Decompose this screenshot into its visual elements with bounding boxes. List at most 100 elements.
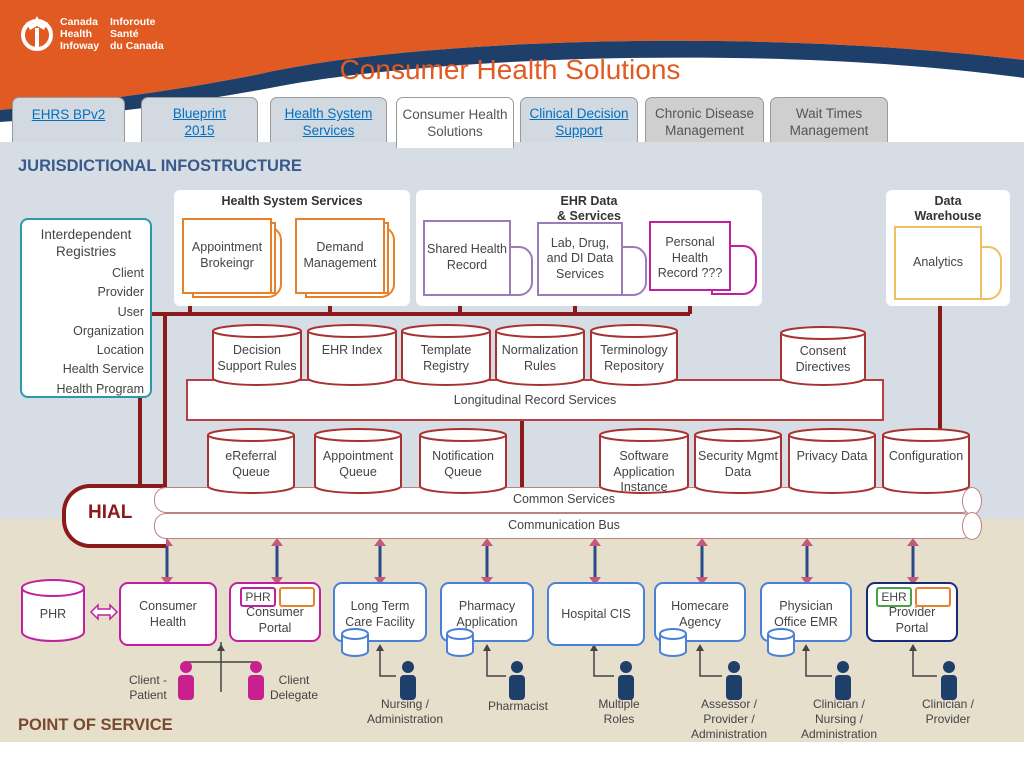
privacy-data-store: Privacy Data [788,428,876,494]
hospital-cis-label: Hospital CIS [561,607,631,621]
tab-consumer-health-solutions[interactable]: Consumer Health Solutions [396,97,514,148]
registry-provider: Provider [97,285,144,300]
tab-label: Chronic Disease Management [654,106,755,138]
communication-bus: Communication Bus [154,513,974,539]
long-term-care-label: Long Term Care Facility [345,599,415,629]
double-arrow-icon [89,603,119,621]
user-clinician-provider: Clinician / Provider [921,697,975,726]
nursing-person-icon [400,661,416,700]
shared-health-record: Shared Health Record [423,220,511,296]
appointment-queue-store: Appointment Queue [314,428,402,494]
pharmacist-person-icon [509,661,525,700]
hospital-cis[interactable]: Hospital CIS [547,582,645,646]
logo-en-line-1: Canada [60,16,98,28]
provider-portal-ehr-tag: EHR [876,587,912,607]
clinician-provider-person-icon [941,661,957,700]
terminology-repository-store-label: Terminology Repository [600,343,668,373]
notification-queue-store: Notification Queue [419,428,507,494]
homecare-db-icon [659,628,687,657]
privacy-data-store-label: Privacy Data [796,449,868,463]
personal-health-record-store: Personal Health Record ??? [649,221,759,297]
tab-label: EHRS BPv2 [31,107,106,122]
logo-en-line-2: Health [60,28,93,40]
homecare-agency-label: Homecare Agency [671,599,729,629]
hial-label: HIAL [88,502,133,523]
maple-leaf-logo-icon [21,16,53,51]
jurisdictional-heading: JURISDICTIONAL INFOSTRUCTURE [18,157,302,175]
appointment-brokering-label: Appointment Brokeingr [191,240,263,270]
analytics-store: Analytics [894,226,1006,302]
tab-ehrs-bpv2[interactable]: EHRS BPv2 [12,97,125,145]
security-mgmt-data-store: Security Mgmt Data [694,428,782,494]
personal-health-record-label: Personal Health Record ??? [657,235,723,281]
ereferral-queue-store-label: eReferral Queue [225,449,277,479]
provider-portal-tag-box [915,587,951,607]
phr-label: PHR [39,607,67,621]
pharmacy-db-icon [446,628,474,657]
decision-support-rules-store-label: Decision Support Rules [217,343,297,373]
appointment-brokering-stack: Appointment Brokeingr [182,218,292,298]
appointment-brokering: Appointment Brokeingr [182,218,272,294]
logo-fr-line-1: Inforoute [110,16,156,28]
security-mgmt-data-store-label: Security Mgmt Data [698,449,778,479]
shared-health-record-store: Shared Health Record [423,220,533,296]
user-client-delegate: Client Delegate [269,673,319,702]
tab-label: Wait Times Management [789,106,869,138]
user-client-patient: Client - Patient [128,673,167,702]
multiple-roles-person-icon [618,661,634,700]
ltc-db-icon [341,628,369,657]
analytics: Analytics [894,226,982,300]
user-nursing-administration: Nursing / Administration [366,697,444,726]
physician-office-emr[interactable]: Physician Office EMR [760,582,852,642]
phr-store-icon [21,579,85,642]
tab-blueprint-2015[interactable]: Blueprint 2015 [141,97,258,146]
registry-health-program: Health Program [56,381,144,396]
tab-label: Health System Services [284,106,373,138]
assessor-person-icon [726,661,742,700]
user-assessor: Assessor / Provider / Administration [690,697,768,741]
pharmacy-application-label: Pharmacy Application [456,599,518,629]
tab-clinical-decision-support[interactable]: Clinical Decision Support [520,97,638,146]
logo-fr-line-3: du Canada [110,40,164,52]
homecare-agency[interactable]: Homecare Agency [654,582,746,642]
consumer-health-app[interactable]: Consumer Health [119,582,217,646]
tab-chronic-disease-management[interactable]: Chronic Disease Management [645,97,764,146]
communication-bus-label: Communication Bus [508,518,620,532]
ehr-data-services-title: EHR Data & Services [557,194,621,223]
analytics-label: Analytics [912,255,964,270]
tab-wait-times-management[interactable]: Wait Times Management [770,97,888,146]
registry-client: Client [112,266,144,280]
logo-en-line-3: Infoway [60,40,100,52]
terminology-repository-store: Terminology Repository [590,324,678,386]
consent-directives-store: Consent Directives [780,326,866,386]
demand-management-label: Demand Management [303,240,377,270]
health-system-services-title: Health System Services [221,194,363,208]
template-registry-store: Template Registry [401,324,491,386]
infoway-logo: Canada Health Infoway Inforoute Santé du… [20,14,170,54]
template-registry-store-label: Template Registry [420,343,472,373]
tab-label: Blueprint 2015 [172,106,227,138]
normalization-rules-store: Normalization Rules [495,324,585,386]
ehr-index-store: EHR Index [307,324,397,386]
software-application-instance-store: Software Application Instance [599,428,689,494]
common-services-label: Common Services [512,492,616,506]
physician-office-emr-label: Physician Office EMR [774,599,838,629]
notification-queue-store-label: Notification Queue [432,449,494,479]
page-title: Consumer Health Solutions [339,54,681,85]
consent-directives-store-label: Consent Directives [795,344,851,374]
appointment-queue-store-label: Appointment Queue [322,449,394,479]
registry-organization: Organization [73,323,144,338]
lab-drug-di-services: Lab, Drug, and DI Data Services [537,222,623,296]
longitudinal-record-services: Longitudinal Record Services [186,379,884,421]
client-delegate-person-icon [248,661,264,700]
pharmacy-application[interactable]: Pharmacy Application [440,582,534,642]
decision-support-rules-store: Decision Support Rules [212,324,302,386]
longitudinal-record-services-label: Longitudinal Record Services [453,393,617,407]
user-multiple-roles: Multiple Roles [598,697,640,726]
consumer-portal-label: Consumer Portal [246,605,304,635]
normalization-rules-store-label: Normalization Rules [501,343,579,373]
tab-health-system-services[interactable]: Health System Services [270,97,387,146]
data-warehouse-title: Data Warehouse [914,194,982,223]
header-banner [0,0,1024,150]
interdependent-registries: Interdependent Registries Client Provide… [20,218,152,398]
